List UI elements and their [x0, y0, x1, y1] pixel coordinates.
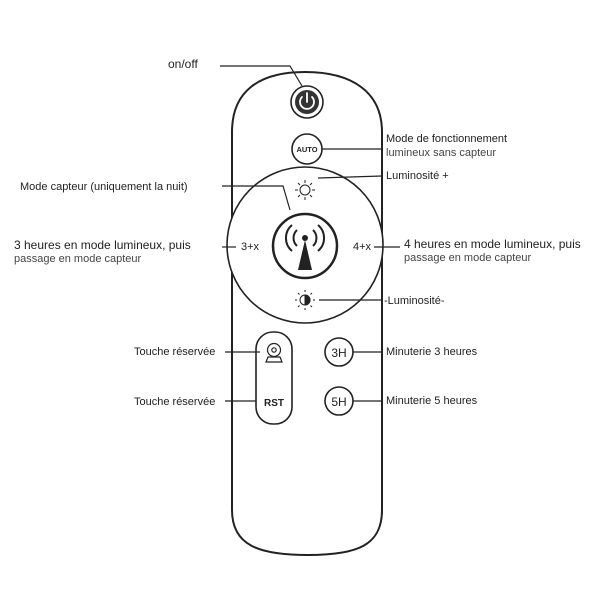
antenna-signal-icon [285, 224, 325, 270]
label-left-3h-line2: passage en mode capteur [14, 253, 142, 265]
label-right-4h: 4 heures en mode lumineux, puis passage … [404, 237, 581, 265]
right-combo-label: 4+x [353, 241, 372, 253]
auto-button[interactable]: AUTO [291, 133, 323, 165]
right-combo-button[interactable]: 4+x [353, 241, 372, 253]
label-brightness-down: -Luminosité- [384, 295, 445, 307]
label-sensor-mode: Mode capteur (uniquement la nuit) [20, 181, 188, 193]
camera-icon [265, 342, 283, 363]
left-combo-label: 3+x [241, 241, 260, 253]
label-auto-line1: Mode de fonctionnement [386, 133, 508, 145]
label-brightness-up: Luminosité + [386, 170, 449, 182]
sensor-mode-button[interactable] [271, 212, 339, 280]
reserved-pill [255, 331, 293, 425]
label-left-3h: 3 heures en mode lumineux, puis passage … [14, 238, 191, 266]
reset-button[interactable]: RST [264, 398, 284, 409]
label-timer-3h: Minuterie 3 heures [386, 346, 478, 358]
sun-outline-icon [295, 180, 315, 200]
auto-button-label: AUTO [296, 145, 317, 154]
label-on-off: on/off [168, 57, 198, 71]
callout-lines [220, 65, 400, 402]
left-combo-button[interactable]: 3+x [241, 241, 260, 253]
reserved-camera-button[interactable] [265, 342, 283, 363]
timer-3h-label: 3H [331, 346, 346, 360]
power-icon [299, 92, 315, 110]
label-reserved-top: Touche réservée [134, 346, 216, 358]
power-button[interactable] [290, 85, 324, 119]
label-auto-line2: lumineux sans capteur [386, 147, 497, 159]
label-right-4h-line2: passage en mode capteur [404, 252, 532, 264]
brightness-up-button[interactable] [295, 180, 315, 200]
sun-half-icon [295, 290, 315, 310]
label-reserved-bottom: Touche réservée [134, 396, 216, 408]
brightness-down-button[interactable] [295, 290, 315, 310]
timer-3h-button[interactable]: 3H [324, 337, 354, 367]
label-left-3h-line1: 3 heures en mode lumineux, puis [14, 238, 191, 252]
label-right-4h-line1: 4 heures en mode lumineux, puis [404, 237, 581, 251]
timer-5h-button[interactable]: 5H [324, 386, 354, 416]
timer-5h-label: 5H [331, 395, 346, 409]
reset-button-label: RST [264, 398, 284, 409]
label-timer-5h: Minuterie 5 heures [386, 395, 478, 407]
label-auto-mode: Mode de fonctionnement lumineux sans cap… [386, 132, 507, 160]
